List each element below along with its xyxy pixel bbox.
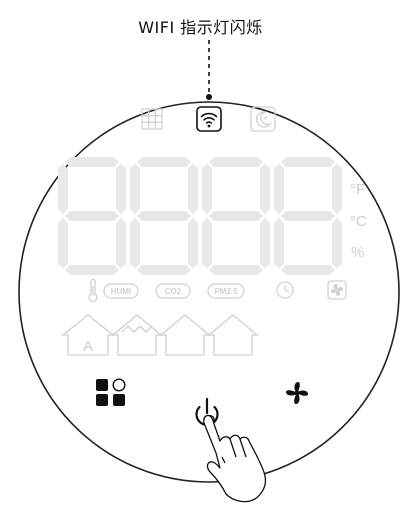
unit-celsius: °C	[350, 213, 367, 230]
lcd-segment	[130, 218, 140, 268]
lcd-segment	[116, 164, 126, 214]
lcd-segment	[65, 157, 119, 167]
lcd-segment	[274, 218, 284, 268]
lcd-segment	[58, 218, 68, 268]
lcd-segment	[332, 218, 342, 268]
co2-badge-label: CO2	[165, 287, 182, 296]
lcd-segment	[260, 164, 270, 214]
lcd-segment	[281, 211, 335, 221]
lcd-segment	[137, 157, 191, 167]
lcd-segment	[65, 265, 119, 275]
lcd-segment	[130, 164, 140, 214]
lcd-segment	[209, 211, 263, 221]
lcd-segment	[332, 164, 342, 214]
lcd-segment	[65, 211, 119, 221]
house-mode-letter: A	[83, 338, 93, 355]
lcd-segment	[281, 157, 335, 167]
unit-percent: %	[351, 244, 364, 261]
lcd-segment	[202, 164, 212, 214]
unit-fahrenheit: °F	[350, 181, 365, 198]
lcd-segment	[116, 218, 126, 268]
pm25-badge-label: PM2.5	[214, 287, 238, 296]
lcd-segment	[137, 265, 191, 275]
lcd-segment	[188, 164, 198, 214]
lcd-segment	[202, 218, 212, 268]
lcd-segment	[274, 164, 284, 214]
lcd-segment	[260, 218, 270, 268]
lcd-segment	[137, 211, 191, 221]
lcd-segment	[281, 265, 335, 275]
humi-badge-label: HUMI	[111, 287, 131, 296]
lcd-segment	[58, 164, 68, 214]
lcd-segment	[209, 157, 263, 167]
callout-leader-dot	[206, 94, 212, 100]
lcd-segment	[188, 218, 198, 268]
lcd-segment	[209, 265, 263, 275]
